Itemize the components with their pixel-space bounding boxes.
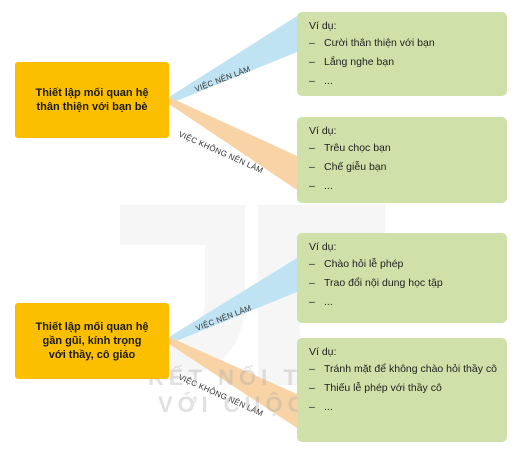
example-heading: Ví dụ:	[309, 125, 337, 137]
example-heading: Ví dụ:	[309, 20, 337, 32]
band-do-2	[169, 258, 297, 344]
example-heading: Ví dụ:	[309, 241, 337, 253]
watermark-logo-right	[258, 205, 385, 385]
example-item: Tránh mặt để không chào hỏi thầy cô	[309, 363, 497, 376]
band-dont-2	[169, 337, 297, 428]
band-dont-1	[169, 97, 297, 190]
example-item: Chế giễu bạn	[309, 161, 497, 174]
example-item: ...	[309, 401, 497, 414]
example-item: Lắng nghe bạn	[309, 56, 497, 69]
example-item: Cười thân thiện với bạn	[309, 37, 497, 50]
example-item: Chào hỏi lễ phép	[309, 258, 497, 271]
example-item: ...	[309, 296, 497, 309]
example-box-dont-1: Ví dụ: Trêu chọc bạn Chế giễu bạn ...	[297, 117, 507, 203]
watermark-logo-left	[120, 205, 245, 380]
example-item: ...	[309, 180, 497, 193]
example-heading: Ví dụ:	[309, 346, 337, 358]
example-item: ...	[309, 75, 497, 88]
example-item: Trêu chọc bạn	[309, 142, 497, 155]
source-box-friends: Thiết lập mối quan hệ thân thiện với bạn…	[15, 62, 169, 138]
example-item: Thiếu lễ phép với thầy cô	[309, 382, 497, 395]
source-box-teachers: Thiết lập mối quan hệ gần gũi, kính trọn…	[15, 303, 169, 379]
example-box-do-1: Ví dụ: Cười thân thiện với bạn Lắng nghe…	[297, 12, 507, 96]
example-box-dont-2: Ví dụ: Tránh mặt để không chào hỏi thầy …	[297, 338, 507, 442]
example-box-do-2: Ví dụ: Chào hỏi lễ phép Trao đổi nội dun…	[297, 233, 507, 323]
example-item: Trao đổi nội dung học tập	[309, 277, 497, 290]
band-do-1	[169, 16, 297, 104]
